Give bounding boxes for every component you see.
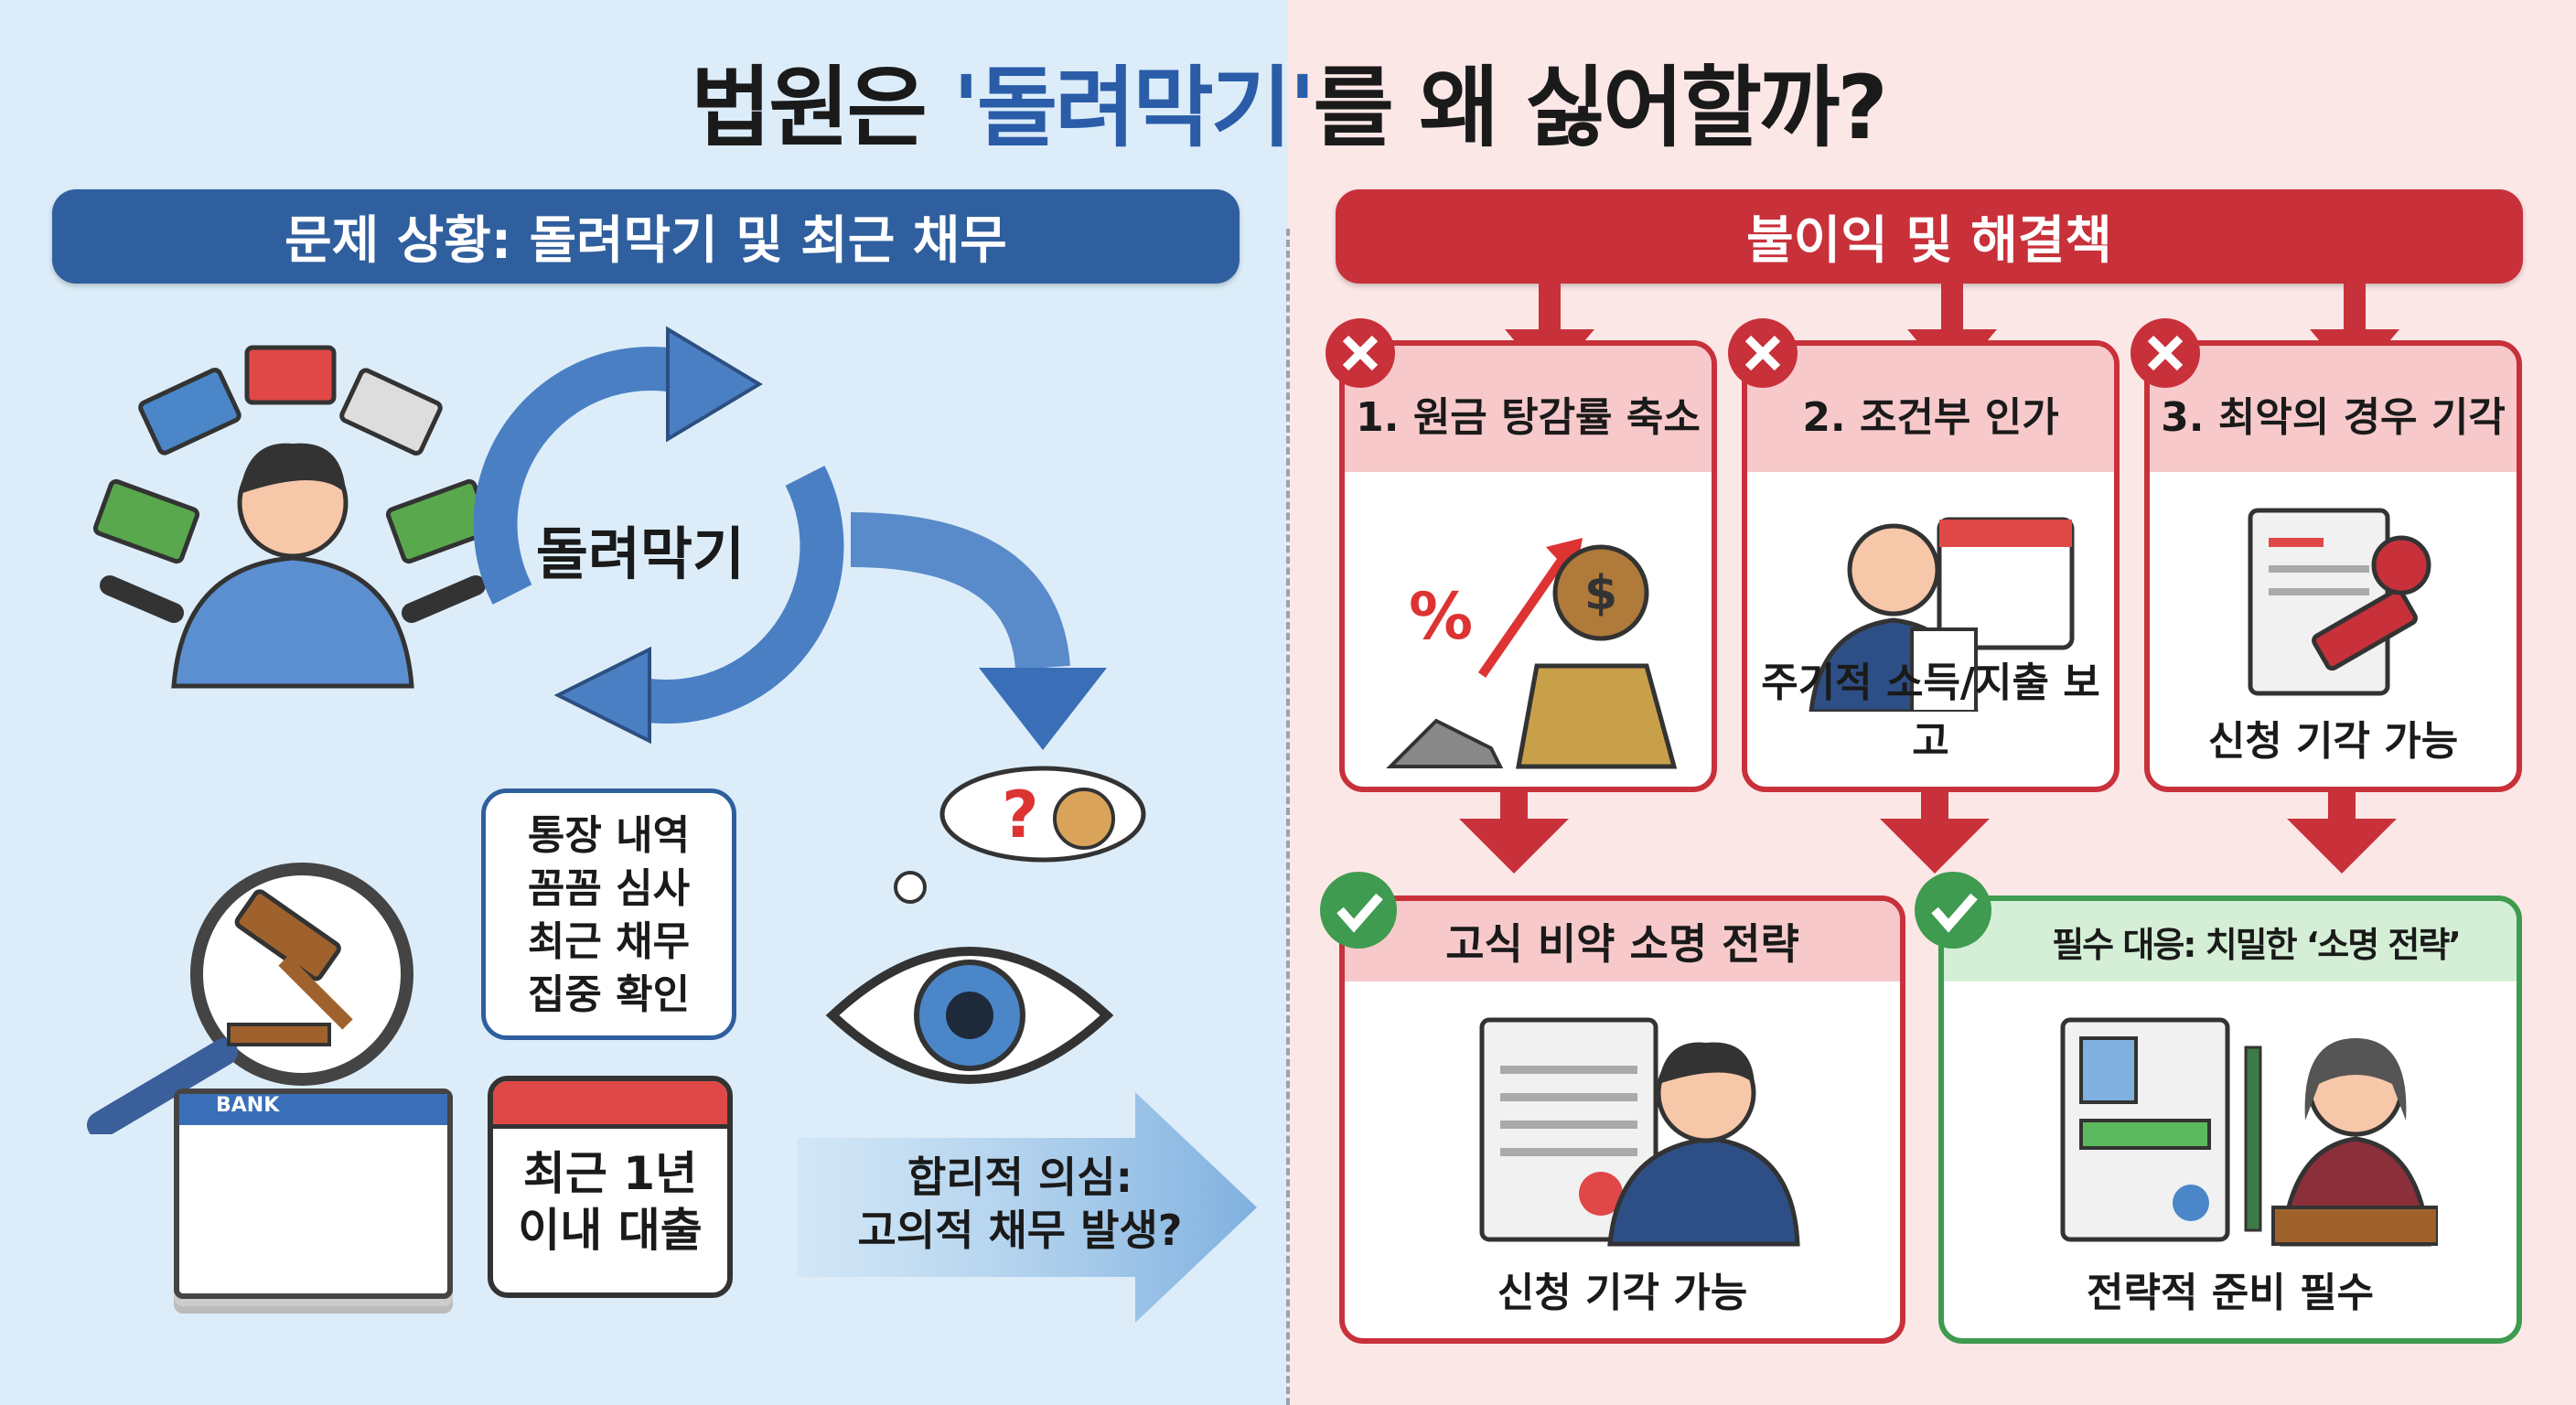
businessman-calendar-icon: [1809, 517, 2075, 712]
eye-icon: ?: [825, 766, 1146, 1084]
risk-card-1: 1. 원금 탕감률 축소 % $: [1339, 340, 1717, 792]
risk-title: 3. 최악의 경우 기각: [2150, 346, 2517, 472]
bubble-line: 통장 내역: [527, 812, 691, 859]
solution-card-2: 필수 대응: 치밀한 ‘소명 전략’ 전략적 준비 필수: [1938, 896, 2522, 1344]
consequence-banner: 불이익 및 해결책: [1336, 189, 2523, 284]
calendar-line: 이내 대출: [518, 1204, 703, 1257]
percent-moneybag-coins-icon: % $: [1386, 538, 1678, 769]
solution-caption: 전략적 준비 필수: [2087, 1270, 2374, 1316]
dollar-sign: $: [1584, 566, 1617, 621]
x-badges: [1326, 318, 2200, 388]
risk-title: 2. 조건부 인가: [1747, 346, 2114, 472]
magnifier-gavel-icon: [87, 863, 413, 1134]
curved-down-arrow-icon: [851, 512, 1107, 750]
page-title: 법원은 '돌려막기'를 왜 싫어할까?: [0, 37, 2576, 164]
solution-card-1: 고식 비약 소명 전략 신청 기각 가능: [1339, 896, 1905, 1344]
solution-caption: 신청 기각 가능: [1497, 1270, 1748, 1316]
risk-title: 1. 원금 탕감률 축소: [1345, 346, 1712, 472]
cycle-label: 돌려막기: [535, 520, 746, 587]
solution-title: 필수 대응: 치밀한 ‘소명 전략’: [1944, 901, 2517, 981]
title-highlight: '돌려막기': [952, 57, 1315, 159]
cycle-arrows-icon: [473, 326, 844, 745]
resume-judge-icon: [2060, 1017, 2438, 1247]
risk-caption: 주기적 소득/지출 보고: [1761, 660, 2100, 765]
check-icon: [1915, 872, 1991, 949]
person-with-cards-icon: [92, 345, 493, 689]
x-icon: [1728, 318, 1798, 388]
document-lawyer-icon: [1479, 1017, 1800, 1247]
suspicion-text: 합리적 의심:고의적 채무 발생?: [805, 1151, 1235, 1257]
problem-banner: 문제 상황: 돌려막기 및 최근 채무: [52, 189, 1240, 284]
risk-card-3: 3. 최악의 경우 기각 신청 기각 가능: [2144, 340, 2522, 792]
bubble-line: 집중 확인: [527, 971, 691, 1018]
solution-title: 고식 비약 소명 전략: [1345, 901, 1900, 981]
speech-bubble: 통장 내역 꼼꼼 심사 최근 채무 집중 확인: [481, 788, 736, 1040]
big-right-arrow: [797, 1092, 1257, 1323]
divider: [1286, 229, 1290, 1405]
risk-caption: 신청 기각 가능: [2207, 718, 2459, 765]
document-stamp-icon: [2248, 508, 2431, 696]
check-icon: [1320, 872, 1397, 949]
risk-card-2: 2. 조건부 인가 주기적 소득/지출 보고: [1742, 340, 2120, 792]
bank-label: BANK: [179, 1094, 447, 1125]
title-part: 를 왜 싫어할까?: [1313, 57, 1888, 159]
calendar-line: 최근 1년: [522, 1147, 698, 1200]
title-part: 법원은: [691, 57, 953, 159]
percent-sign: %: [1409, 579, 1473, 654]
bubble-line: 최근 채무: [527, 918, 691, 965]
suspicion-line: 합리적 의심:: [907, 1153, 1132, 1202]
bubble-line: 꼼꼼 심사: [527, 865, 691, 912]
x-icon: [1326, 318, 1395, 388]
check-badges: [1320, 872, 1991, 949]
svg-text:?: ?: [1002, 778, 1039, 853]
suspicion-line: 고의적 채무 발생?: [857, 1206, 1183, 1255]
bankbook-icon: BANK: [174, 1089, 453, 1299]
x-icon: [2131, 318, 2200, 388]
